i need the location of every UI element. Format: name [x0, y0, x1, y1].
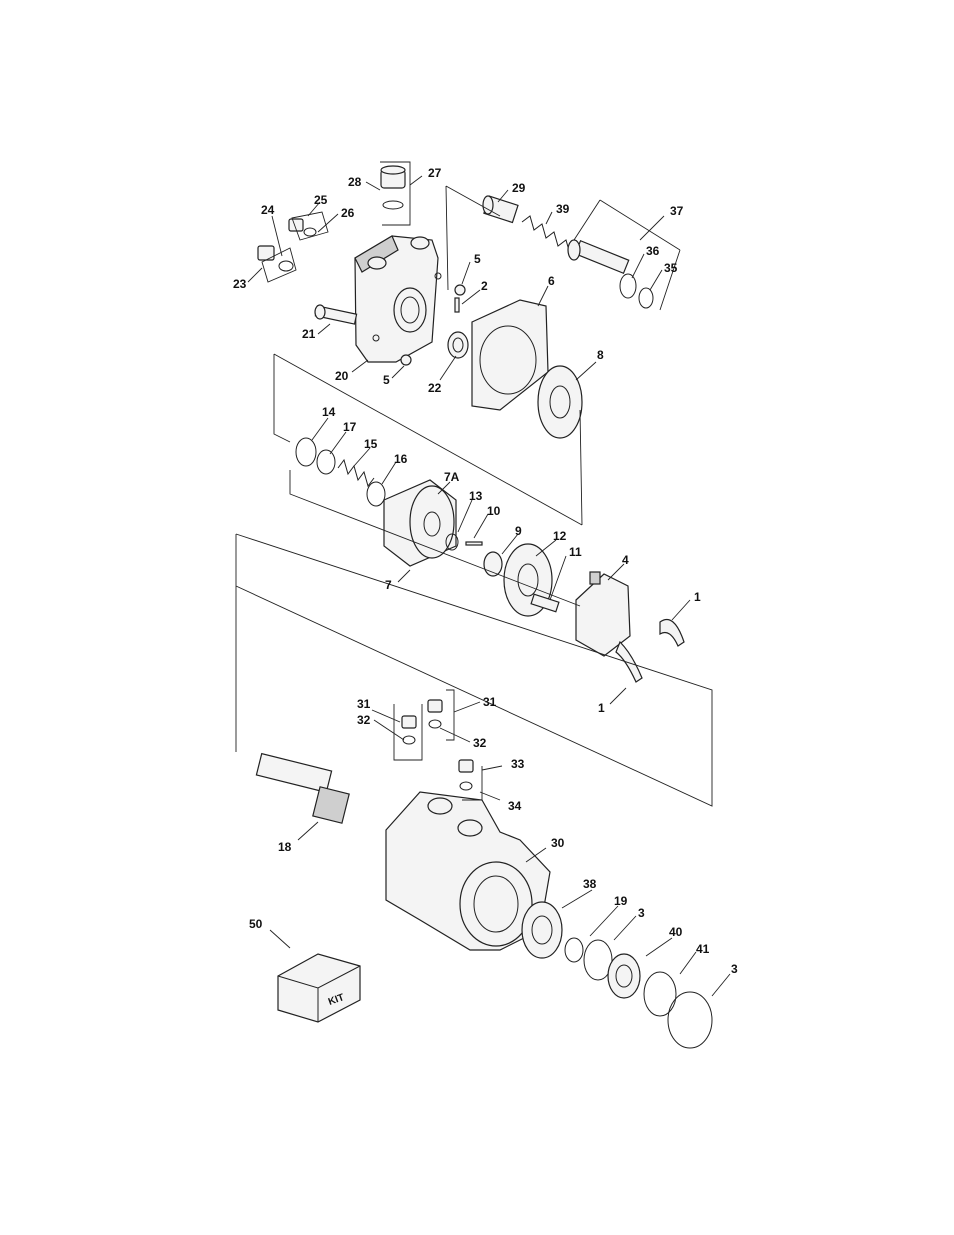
plug-23: [257, 245, 294, 272]
callout-29: 29: [512, 181, 526, 195]
callout-26: 26: [341, 206, 355, 220]
callout-20: 20: [335, 369, 349, 383]
callout-5-lower: 5: [383, 373, 390, 387]
plug-25: [288, 218, 317, 237]
callout-40: 40: [669, 925, 683, 939]
callout-38: 38: [583, 877, 597, 891]
callout-3-upper: 3: [638, 906, 645, 920]
swashplate-4: [575, 571, 631, 657]
bearing-38: [521, 901, 563, 959]
plug-33: [458, 759, 474, 773]
screw-21: [314, 304, 358, 325]
seal-32-right: [428, 719, 442, 729]
plug-31-left: [401, 715, 417, 729]
callout-41: 41: [696, 942, 710, 956]
shaft-18: [255, 752, 350, 824]
callout-1-lower: 1: [598, 701, 605, 715]
ring-14: [295, 437, 317, 467]
callout-17: 17: [343, 420, 357, 434]
callout-10: 10: [487, 504, 501, 518]
ring-13: [445, 533, 459, 551]
end-cap-housing: [354, 235, 442, 363]
callout-16: 16: [394, 452, 408, 466]
callout-11: 11: [569, 545, 582, 559]
callout-22: 22: [428, 381, 442, 395]
callout-25: 25: [314, 193, 328, 207]
washer-16: [366, 481, 386, 507]
callout-18: 18: [278, 840, 292, 854]
callout-33: 33: [511, 757, 525, 771]
retaining-ring-19: [564, 937, 584, 963]
piston-37: [567, 239, 630, 275]
callout-1-upper: 1: [694, 590, 701, 604]
callout-7A: 7A: [444, 470, 460, 484]
callout-50: 50: [249, 917, 263, 931]
valve-plate-8: [537, 365, 583, 439]
ring-35: [638, 287, 654, 309]
washer-17: [316, 449, 336, 475]
seal-40: [607, 953, 641, 999]
callout-3-lower: 3: [731, 962, 738, 976]
spool-29: [482, 195, 519, 224]
callout-37: 37: [670, 204, 684, 218]
callout-23: 23: [233, 277, 247, 291]
callout-31-right: 31: [483, 695, 497, 709]
callout-35: 35: [664, 261, 678, 275]
pin-10: [465, 541, 483, 546]
snap-ring-3-upper: [583, 939, 613, 981]
cylinder-block-7A: [383, 479, 457, 567]
needle-bearing-22: [447, 331, 469, 359]
callout-27: 27: [428, 166, 442, 180]
kit-box-50: KIT: [277, 953, 361, 1023]
callout-32-left: 32: [357, 713, 371, 727]
snap-ring-3-lower: [667, 991, 713, 1049]
pin-5-upper: [454, 284, 466, 296]
callout-34: 34: [508, 799, 522, 813]
seal-34: [459, 781, 473, 791]
seal-32-left: [402, 735, 416, 745]
pin-5-lower: [400, 354, 412, 366]
callout-8: 8: [597, 348, 604, 362]
callout-4: 4: [622, 553, 629, 567]
callout-12: 12: [553, 529, 567, 543]
seal-ring-36: [619, 273, 637, 299]
callout-7: 7: [385, 578, 392, 592]
housing-30: [385, 791, 551, 951]
callout-labels: 27 28 25 26 24 23 29 39 37 36 35 5 2 6 2…: [233, 166, 738, 976]
callout-31-left: 31: [357, 697, 371, 711]
gasket-6: [471, 299, 549, 411]
callout-36: 36: [646, 244, 660, 258]
spring-39: [521, 215, 571, 255]
callout-32-right: 32: [473, 736, 487, 750]
kit-label: KIT: [327, 992, 346, 1008]
callout-6: 6: [548, 274, 555, 288]
washer-41: [643, 971, 677, 1017]
callout-19: 19: [614, 894, 628, 908]
ball-guide-9: [483, 551, 503, 577]
leader-lines: [235, 161, 731, 997]
bearing-half-1-upper: [659, 618, 685, 647]
callout-14: 14: [322, 405, 336, 419]
pin-2: [454, 297, 460, 313]
plug-27: [380, 165, 406, 210]
callout-28: 28: [348, 175, 362, 189]
callout-9: 9: [515, 524, 522, 538]
piston-11: [530, 593, 560, 613]
bearing-half-1-lower: [615, 640, 643, 683]
callout-13: 13: [469, 489, 483, 503]
callout-24: 24: [261, 203, 275, 217]
spring-15: [337, 458, 375, 488]
callout-21: 21: [302, 327, 316, 341]
callout-5-upper: 5: [474, 252, 481, 266]
callout-39: 39: [556, 202, 570, 216]
plug-31-right: [427, 699, 443, 713]
callout-15: 15: [364, 437, 378, 451]
callout-30: 30: [551, 836, 565, 850]
callout-2: 2: [481, 279, 488, 293]
